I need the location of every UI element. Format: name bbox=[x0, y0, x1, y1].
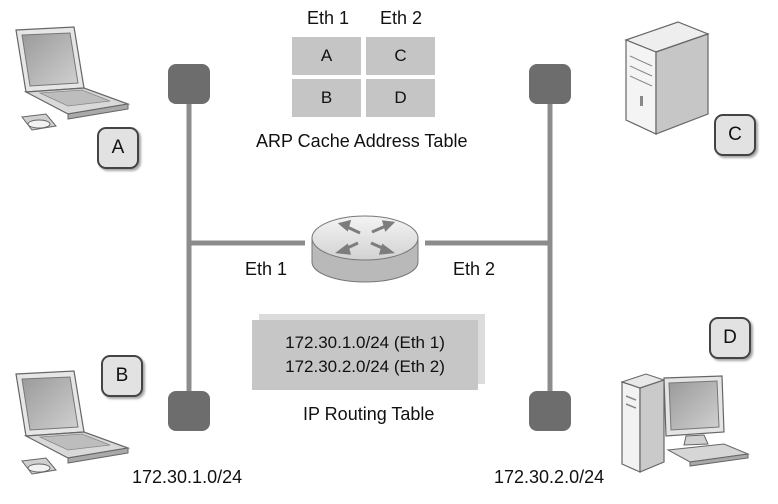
laptop-b-icon bbox=[15, 370, 131, 475]
router-eth2-label: Eth 2 bbox=[453, 259, 496, 279]
terminator-left-top bbox=[168, 64, 210, 104]
router-eth1-label: Eth 1 bbox=[245, 259, 288, 279]
routing-entry-1: 172.30.1.0/24 (Eth 1) bbox=[285, 333, 445, 352]
arp-header-eth1: Eth 1 bbox=[307, 8, 350, 28]
routing-entry-2: 172.30.2.0/24 (Eth 2) bbox=[285, 357, 445, 376]
arp-cell-d: D bbox=[366, 79, 435, 117]
routing-table: 172.30.1.0/24 (Eth 1) 172.30.2.0/24 (Eth… bbox=[252, 320, 478, 390]
network-right-label: 172.30.2.0/24 bbox=[494, 467, 605, 487]
host-badge-a: A bbox=[97, 127, 139, 169]
desktop-d-icon bbox=[620, 373, 750, 473]
laptop-a-icon bbox=[15, 26, 131, 131]
host-badge-b: B bbox=[101, 355, 143, 397]
server-c-icon bbox=[624, 21, 710, 135]
arp-cell-b: B bbox=[292, 79, 361, 117]
host-badge-d: D bbox=[709, 317, 751, 359]
arp-header-eth2: Eth 2 bbox=[380, 8, 423, 28]
arp-cell-a: A bbox=[292, 37, 361, 75]
network-left-label: 172.30.1.0/24 bbox=[132, 467, 243, 487]
segment-left bbox=[168, 64, 305, 431]
segment-right bbox=[425, 64, 571, 431]
routing-table-caption: IP Routing Table bbox=[303, 404, 435, 424]
arp-table-caption: ARP Cache Address Table bbox=[256, 131, 468, 151]
router-icon bbox=[311, 215, 419, 283]
arp-cell-c: C bbox=[366, 37, 435, 75]
host-badge-c: C bbox=[714, 114, 756, 156]
terminator-right-bottom bbox=[529, 391, 571, 431]
terminator-left-bottom bbox=[168, 391, 210, 431]
terminator-right-top bbox=[529, 64, 571, 104]
